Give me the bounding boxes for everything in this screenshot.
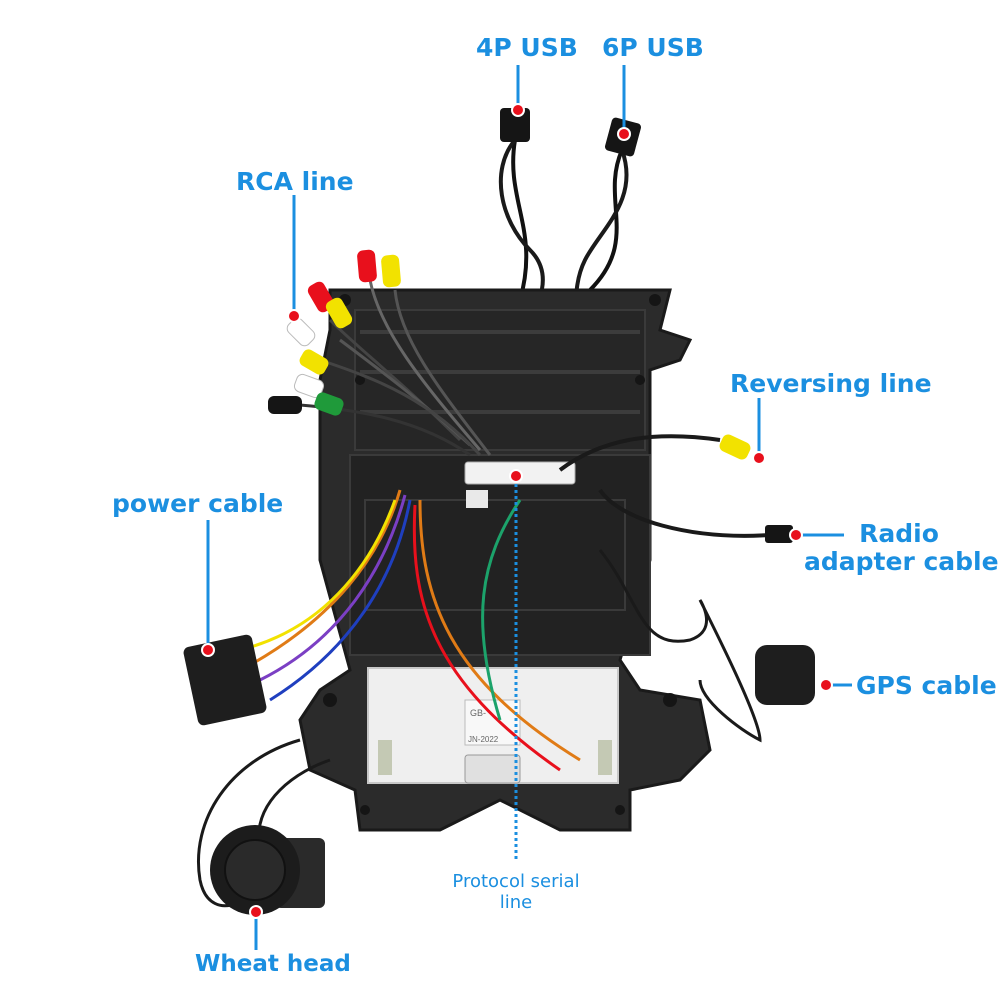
head-unit-lower-panel bbox=[349, 454, 651, 656]
mounting-holes bbox=[323, 294, 677, 815]
label-6p-usb: 6P USB bbox=[602, 33, 704, 62]
power-marker bbox=[201, 643, 215, 657]
chassis-bracket-left bbox=[378, 740, 392, 775]
power-harness-wires bbox=[239, 489, 581, 772]
head-unit-rib-1 bbox=[360, 330, 640, 334]
chassis-plug bbox=[464, 754, 521, 784]
radio-plug bbox=[765, 525, 793, 543]
rca-marker bbox=[287, 309, 301, 323]
reversing-cable bbox=[558, 434, 721, 472]
label-protocol-serial-line: Protocol serial line bbox=[436, 871, 596, 913]
label-radio-line2: adapter cable bbox=[804, 547, 999, 576]
reversing-plug bbox=[719, 434, 751, 460]
head-unit-rib-3 bbox=[360, 410, 640, 414]
wheat-marker bbox=[249, 905, 263, 919]
reversing-marker bbox=[752, 451, 766, 465]
usb6p-marker bbox=[617, 127, 631, 141]
rca-plugs bbox=[268, 249, 401, 416]
gps-cable bbox=[598, 549, 762, 743]
label-power-cable: power cable bbox=[112, 489, 284, 518]
ce-mark-label bbox=[466, 490, 488, 508]
label-radio-adapter-cable: Radio adapter cable bbox=[804, 519, 999, 576]
head-unit-rib-2 bbox=[360, 370, 640, 374]
radio-marker bbox=[789, 528, 803, 542]
usb4p-connector bbox=[500, 108, 530, 142]
usb4p-marker bbox=[511, 103, 525, 117]
label-radio-line1: Radio bbox=[859, 519, 939, 548]
label-wheat-head: Wheat head bbox=[195, 951, 351, 977]
label-rca-line: RCA line bbox=[236, 167, 354, 196]
head-unit-grille bbox=[364, 499, 626, 611]
label-reversing-line: Reversing line bbox=[730, 369, 932, 398]
chassis-bracket-right bbox=[598, 740, 612, 775]
label-gps-cable: GPS cable bbox=[856, 671, 997, 700]
mic-grille bbox=[224, 839, 286, 901]
label-4p-usb: 4P USB bbox=[476, 33, 578, 62]
gps-antenna bbox=[755, 645, 815, 705]
callout-lines bbox=[206, 65, 852, 950]
sticker-line2: JN-2022 bbox=[468, 735, 499, 744]
label-protocol-line2: line bbox=[499, 892, 533, 913]
sticker-line1: GB- bbox=[470, 708, 486, 718]
gps-marker bbox=[819, 678, 833, 692]
radio-cable bbox=[598, 488, 771, 538]
protocol-marker bbox=[509, 469, 523, 483]
label-protocol-line1: Protocol serial bbox=[452, 871, 580, 892]
power-plug bbox=[183, 634, 267, 726]
marker-dots bbox=[201, 103, 833, 919]
